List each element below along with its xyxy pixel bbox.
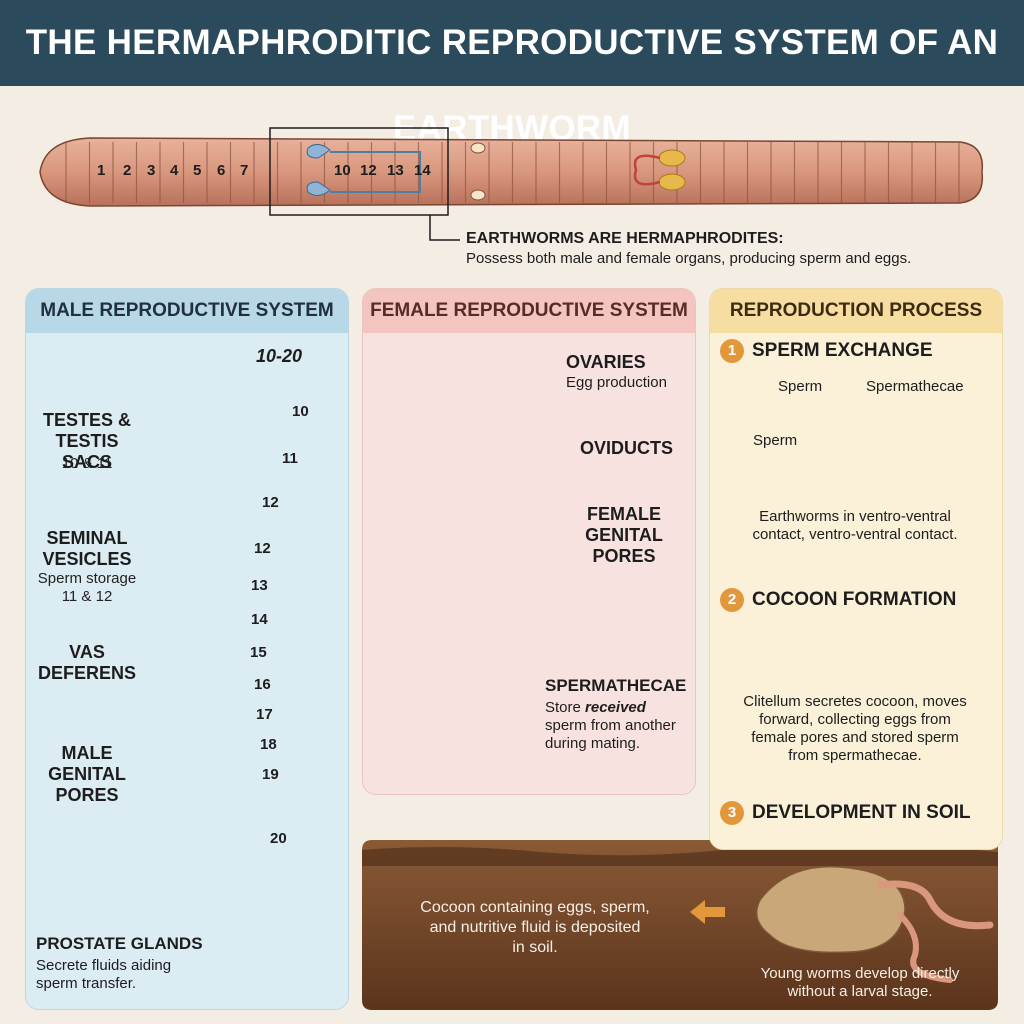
male-seg-14: 14 <box>251 611 268 628</box>
step2-heading: 2 COCOON FORMATION <box>720 588 956 612</box>
cocoon-text: Cocoon containing eggs, sperm, and nutri… <box>420 899 650 956</box>
step2-text: Clitellum secretes cocoon, moves forward… <box>743 693 967 764</box>
step3-heading: 3 DEVELOPMENT IN SOIL <box>720 801 971 825</box>
prostate-sub: Secrete fluids aiding sperm transfer. <box>36 957 172 992</box>
ovaries-sub: Egg production <box>566 374 667 391</box>
process-panel: REPRODUCTION PROCESS <box>709 288 1003 850</box>
ovaries-label: OVARIES <box>566 352 646 372</box>
step1-label-sperm-a: Sperm <box>778 378 823 395</box>
worm-side-view <box>39 127 984 241</box>
male-seg-12a: 12 <box>262 494 279 511</box>
male-pores-label: MALE GENITAL PORES <box>48 743 126 805</box>
worm-segment-4: 4 <box>170 162 179 179</box>
step1-heading: 1 SPERM EXCHANGE <box>720 339 933 363</box>
worm-segment-1: 1 <box>97 162 106 179</box>
male-seg-17: 17 <box>256 706 273 723</box>
young-worms-text: Young worms develop directly without a l… <box>760 965 960 1000</box>
testes-sub: 10 & 11 <box>61 455 113 472</box>
callout-text: Possess both male and female organs, pro… <box>466 250 912 267</box>
page-title: THE HERMAPHRODITIC REPRODUCTIVE SYSTEM O… <box>25 23 999 148</box>
step1-title: SPERM EXCHANGE <box>752 340 933 362</box>
step2-number: 2 <box>720 588 744 612</box>
male-seg-15: 15 <box>250 644 267 661</box>
worm-segment-14: 14 <box>414 162 431 179</box>
spermathecae-label: SPERMATHECAE <box>545 676 687 695</box>
segment-range: 10-20 <box>256 346 303 366</box>
step1-number: 1 <box>720 339 744 363</box>
worm-segment-5: 5 <box>193 162 202 179</box>
male-seg-12b: 12 <box>254 540 271 557</box>
male-seg-20: 20 <box>270 830 287 847</box>
worm-segment-7: 7 <box>240 162 249 179</box>
male-seg-11: 11 <box>282 450 298 467</box>
process-panel-title: REPRODUCTION PROCESS <box>710 289 1002 333</box>
worm-segment-6: 6 <box>217 162 226 179</box>
testes-label: TESTES & TESTIS SACS <box>42 410 131 472</box>
step1-text: Earthworms in ventro-ventral contact, ve… <box>752 508 958 543</box>
step1-label-spermathecae: Spermathecae <box>866 378 964 395</box>
male-seg-19: 19 <box>262 766 279 783</box>
vesicles-sub: Sperm storage 11 & 12 <box>37 570 137 605</box>
vas-deferens-label: VAS DEFERENS <box>37 642 136 683</box>
prostate-label: PROSTATE GLANDS <box>36 934 203 953</box>
worm-segment-10: 10 <box>334 162 351 179</box>
male-system-panel: MALE REPRODUCTIVE SYSTEM <box>25 288 349 1010</box>
step3-title: DEVELOPMENT IN SOIL <box>752 802 971 824</box>
male-seg-10: 10 <box>292 403 309 420</box>
worm-segment-3: 3 <box>147 162 156 179</box>
female-system-panel: FEMALE REPRODUCTIVE SYSTEM <box>362 288 696 795</box>
oviducts-label: OVIDUCTS <box>580 438 674 458</box>
male-panel-title: MALE REPRODUCTIVE SYSTEM <box>26 289 348 333</box>
female-panel-title: FEMALE REPRODUCTIVE SYSTEM <box>363 289 695 333</box>
step1-label-sperm-b: Sperm <box>753 432 798 449</box>
worm-segment-2: 2 <box>123 162 132 179</box>
female-pores-label: FEMALE GENITAL PORES <box>585 504 663 566</box>
callout-title: EARTHWORMS ARE HERMAPHRODITES: <box>466 230 784 247</box>
vesicles-label: SEMINAL VESICLES <box>42 528 132 569</box>
male-seg-13: 13 <box>251 577 268 594</box>
worm-segment-13: 13 <box>387 162 404 179</box>
male-seg-18: 18 <box>260 736 277 753</box>
title-bar <box>0 0 1024 86</box>
step3-number: 3 <box>720 801 744 825</box>
step2-title: COCOON FORMATION <box>752 589 957 611</box>
male-seg-16: 16 <box>254 676 271 693</box>
worm-segment-12: 12 <box>360 162 377 179</box>
